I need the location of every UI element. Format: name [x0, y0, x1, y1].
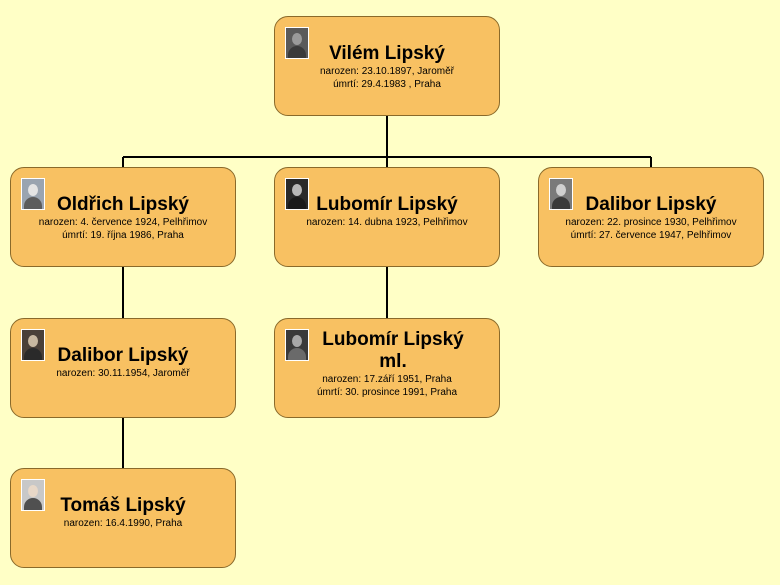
person-card[interactable]: Vilém Lipský narozen: 23.10.1897, Jaromě…: [274, 16, 500, 116]
portrait-photo: [549, 178, 573, 210]
birth-info: narozen: 23.10.1897, Jaroměř: [320, 66, 454, 77]
person-name: Vilém Lipský: [329, 43, 445, 64]
birth-info: narozen: 17.září 1951, Praha: [322, 374, 452, 385]
birth-info: narozen: 4. července 1924, Pelhřimov: [38, 217, 208, 228]
birth-info: narozen: 22. prosince 1930, Pelhřimov: [565, 217, 737, 228]
portrait-photo: [21, 329, 45, 361]
person-name: Oldřich Lipský: [57, 194, 189, 215]
person-name: Dalibor Lipský: [57, 345, 189, 366]
person-name: Lubomír Lipský ml.: [322, 329, 464, 372]
person-card[interactable]: Dalibor Lipský narozen: 30.11.1954, Jaro…: [10, 318, 236, 418]
portrait-photo: [285, 329, 309, 361]
birth-info: narozen: 16.4.1990, Praha: [63, 518, 183, 529]
death-info: úmrtí: 30. prosince 1991, Praha: [316, 387, 458, 398]
birth-info: narozen: 14. dubna 1923, Pelhřimov: [306, 217, 468, 228]
portrait-photo: [285, 27, 309, 59]
birth-info: narozen: 30.11.1954, Jaroměř: [56, 368, 190, 379]
portrait-photo: [285, 178, 309, 210]
person-name: Dalibor Lipský: [585, 194, 717, 215]
death-info: úmrtí: 19. října 1986, Praha: [62, 230, 184, 241]
portrait-photo: [21, 479, 45, 511]
death-info: úmrtí: 27. července 1947, Pelhřimov: [570, 230, 732, 241]
person-name: Tomáš Lipský: [60, 495, 186, 516]
person-card[interactable]: Oldřich Lipský narozen: 4. července 1924…: [10, 167, 236, 267]
person-card[interactable]: Tomáš Lipský narozen: 16.4.1990, Praha: [10, 468, 236, 568]
death-info: úmrtí: 29.4.1983 , Praha: [333, 79, 441, 90]
person-card[interactable]: Lubomír Lipský narozen: 14. dubna 1923, …: [274, 167, 500, 267]
person-name: Lubomír Lipský: [316, 194, 458, 215]
person-card[interactable]: Dalibor Lipský narozen: 22. prosince 193…: [538, 167, 764, 267]
portrait-photo: [21, 178, 45, 210]
person-card[interactable]: Lubomír Lipský ml. narozen: 17.září 1951…: [274, 318, 500, 418]
